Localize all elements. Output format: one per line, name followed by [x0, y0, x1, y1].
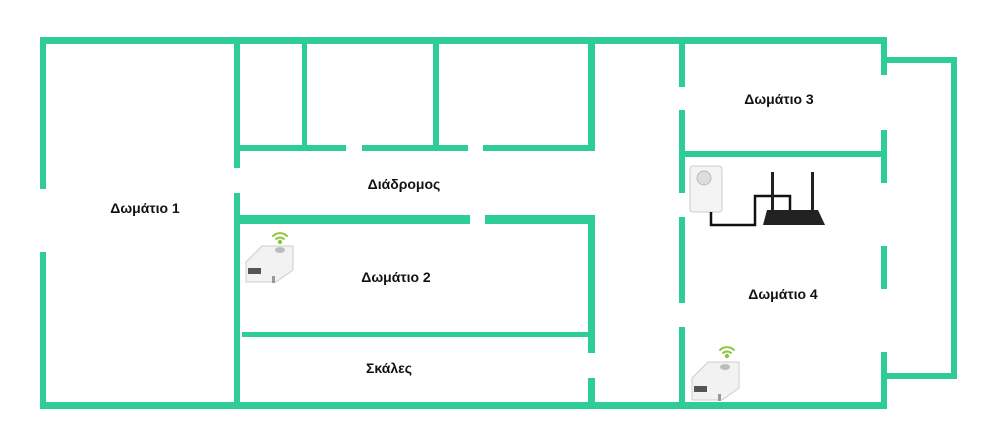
router-icon: [763, 172, 825, 225]
wall-closet-1: [302, 37, 307, 150]
wall-closet-2: [433, 37, 439, 150]
wall-annex-top: [887, 57, 957, 63]
room-label-room4: Δωμάτιο 4: [748, 286, 818, 302]
wall-corridor-top-1: [240, 145, 346, 151]
wall-room3-bottom: [685, 151, 887, 157]
walls: [40, 37, 957, 409]
powerline-adapter-room4: [689, 165, 723, 213]
wall-right-1: [881, 37, 887, 75]
wall-room4-left-2: [679, 327, 685, 408]
wall-room2-right: [588, 215, 595, 353]
room-label-corridor: Διάδρομος: [367, 176, 441, 192]
wall-closet-3: [588, 37, 595, 151]
wall-right-4: [881, 352, 887, 408]
wall-room2-bottom: [242, 332, 595, 337]
wall-annex-right: [951, 57, 957, 379]
wall-room4-left-1: [679, 217, 685, 303]
room-label-room2: Δωμάτιο 2: [361, 269, 431, 285]
room-label-room3: Δωμάτιο 3: [744, 91, 814, 107]
wifi-icon: [719, 346, 735, 359]
wall-right-3: [881, 246, 887, 289]
powerline-wifi-adapter-room4: [691, 346, 740, 401]
wall-top: [40, 37, 887, 44]
wall-room3-left-1: [679, 37, 685, 87]
wifi-icon: [272, 232, 288, 245]
wall-corridor-top-3: [483, 145, 595, 151]
wall-left-lower: [40, 252, 46, 408]
wall-stairs-right: [588, 378, 595, 408]
wall-corridor-bottom-1: [240, 215, 470, 224]
room-label-stairs: Σκάλες: [365, 360, 413, 376]
wall-left-upper: [40, 37, 46, 189]
wall-corridor-top-2: [362, 145, 468, 151]
ethernet-cable: [709, 194, 792, 227]
wall-room3-left-2: [679, 110, 685, 193]
wall-room1-right-lower: [234, 193, 240, 408]
wall-annex-bottom: [887, 373, 957, 379]
wall-corridor-bottom-2: [485, 215, 595, 224]
room-label-room1: Δωμάτιο 1: [110, 200, 180, 216]
wall-bottom: [40, 402, 887, 409]
powerline-wifi-adapter-room2: [245, 232, 294, 283]
wall-room1-right-upper: [234, 37, 240, 168]
wall-right-2: [881, 130, 887, 183]
